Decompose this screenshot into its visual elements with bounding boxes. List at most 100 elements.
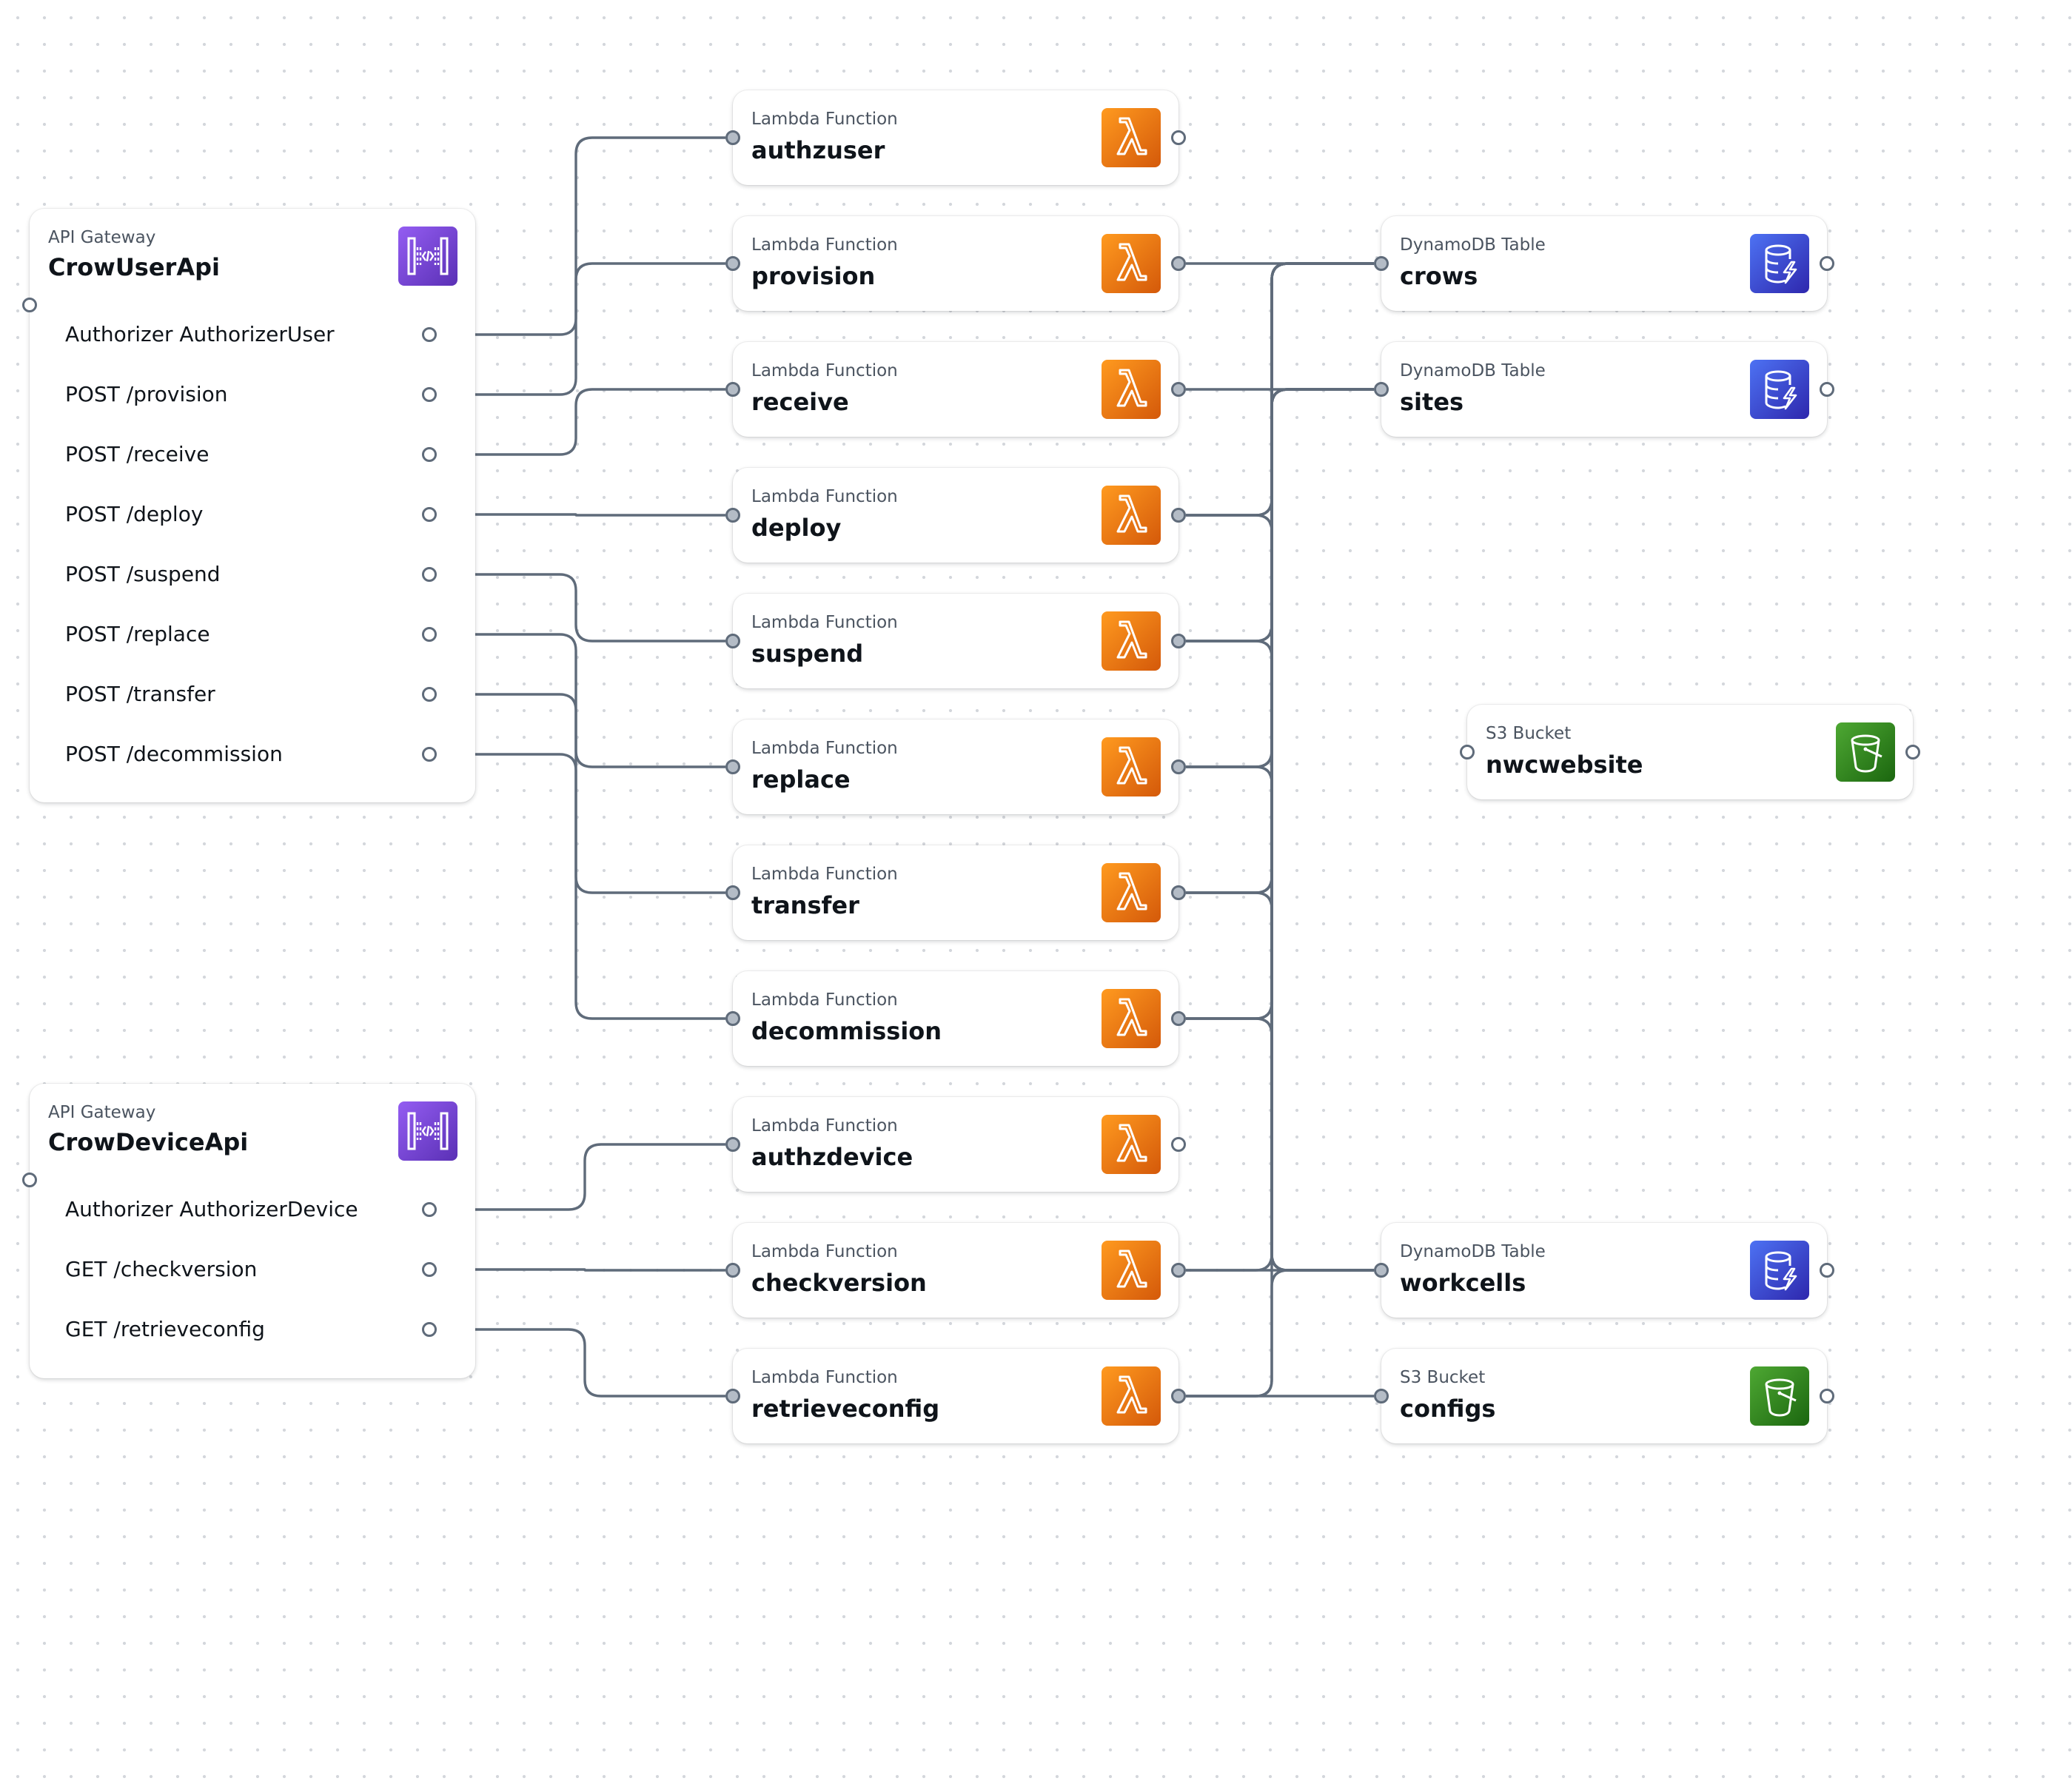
lambda-authzuser-output-port[interactable]	[1171, 130, 1186, 145]
edge-suspend-to-workcells	[1186, 640, 1374, 1272]
route-get-checkversion[interactable]: GET /checkversion	[65, 1257, 258, 1281]
lambda-deploy-output-port[interactable]	[1171, 508, 1186, 523]
lambda-transfer-input-port[interactable]	[725, 885, 740, 900]
lambda-suspend-input-port[interactable]	[725, 634, 740, 648]
lambda-authzuser-name: authzuser	[751, 136, 885, 164]
table-sites-input-port[interactable]	[1374, 382, 1389, 397]
route-post-transfer-port[interactable]	[422, 687, 437, 702]
bucket-configs-output-port[interactable]	[1820, 1389, 1834, 1403]
lambda-replace-input-port[interactable]	[725, 759, 740, 774]
route-post-provision[interactable]: POST /provision	[65, 382, 228, 406]
edge-post-suspend-to-suspend	[437, 573, 725, 643]
lambda-receive-name: receive	[751, 388, 849, 416]
edge-post-deploy-to-deploy	[437, 513, 725, 517]
bucket-nwcwebsite-type-label: S3 Bucket	[1486, 724, 1572, 743]
lambda-decommission-input-port[interactable]	[725, 1011, 740, 1026]
edge-retrieveconfig-to-workcells	[1186, 1269, 1374, 1398]
bucket-configs-input-port[interactable]	[1374, 1389, 1389, 1403]
lambda-receive-input-port[interactable]	[725, 382, 740, 397]
edge-replace-to-workcells	[1186, 765, 1374, 1272]
route-authorizer-authorizerdevice[interactable]: Authorizer AuthorizerDevice	[65, 1197, 358, 1221]
route-post-provision-port[interactable]	[422, 387, 437, 402]
table-crows-output-port[interactable]	[1820, 256, 1834, 271]
lambda-deploy-name: deploy	[751, 514, 842, 542]
route-authorizer-authorizerdevice-port[interactable]	[422, 1202, 437, 1217]
lambda-receive-output-port[interactable]	[1171, 382, 1186, 397]
lambda-transfer-output-port[interactable]	[1171, 885, 1186, 900]
edge-deploy-to-workcells	[1186, 514, 1374, 1272]
lambda-retrieveconfig-input-port[interactable]	[725, 1389, 740, 1403]
route-authorizer-authorizeruser[interactable]: Authorizer AuthorizerUser	[65, 322, 335, 346]
lambda-receive-type-label: Lambda Function	[751, 361, 898, 380]
table-workcells-output-port[interactable]	[1820, 1263, 1834, 1278]
crow-device-api-input-port[interactable]	[22, 1173, 37, 1187]
lambda-icon	[1102, 611, 1161, 671]
edge-checkversion-to-crows	[1186, 262, 1374, 1272]
edge-transfer-to-crows	[1186, 262, 1374, 894]
route-post-receive[interactable]: POST /receive	[65, 442, 209, 466]
crow-user-api-input-port[interactable]	[22, 298, 37, 312]
lambda-authzdevice-input-port[interactable]	[725, 1137, 740, 1152]
route-post-suspend-port[interactable]	[422, 567, 437, 582]
bucket-configs-node[interactable]: S3 Bucket configs	[1381, 1349, 1827, 1443]
bucket-nwcwebsite-input-port[interactable]	[1460, 745, 1475, 759]
lambda-suspend-output-port[interactable]	[1171, 634, 1186, 648]
route-get-checkversion-port[interactable]	[422, 1262, 437, 1277]
lambda-authzuser-type-label: Lambda Function	[751, 110, 898, 129]
lambda-icon	[1102, 1115, 1161, 1174]
route-post-replace-port[interactable]	[422, 627, 437, 642]
bucket-configs-type-label: S3 Bucket	[1400, 1368, 1486, 1387]
lambda-retrieveconfig-type-label: Lambda Function	[751, 1368, 898, 1387]
table-sites-output-port[interactable]	[1820, 382, 1834, 397]
route-post-transfer[interactable]: POST /transfer	[65, 682, 215, 706]
lambda-provision-input-port[interactable]	[725, 256, 740, 271]
lambda-authzuser-node[interactable]: Lambda Function authzuser	[733, 90, 1179, 185]
lambda-deploy-input-port[interactable]	[725, 508, 740, 523]
lambda-replace-output-port[interactable]	[1171, 759, 1186, 774]
route-post-replace[interactable]: POST /replace	[65, 622, 210, 646]
lambda-icon	[1102, 737, 1161, 796]
route-post-decommission-port[interactable]	[422, 747, 437, 762]
lambda-receive-node[interactable]: Lambda Function receive	[733, 342, 1179, 437]
lambda-retrieveconfig-output-port[interactable]	[1171, 1389, 1186, 1403]
bucket-configs-name: configs	[1400, 1395, 1496, 1423]
edge-get-checkversion-to-checkversion	[437, 1268, 725, 1272]
table-crows-input-port[interactable]	[1374, 256, 1389, 271]
table-workcells-input-port[interactable]	[1374, 1263, 1389, 1278]
lambda-provision-output-port[interactable]	[1171, 256, 1186, 271]
lambda-authzuser-input-port[interactable]	[725, 130, 740, 145]
bucket-nwcwebsite-output-port[interactable]	[1905, 745, 1920, 759]
route-get-retrieveconfig[interactable]: GET /retrieveconfig	[65, 1317, 265, 1341]
lambda-authzdevice-output-port[interactable]	[1171, 1137, 1186, 1152]
route-post-decommission[interactable]: POST /decommission	[65, 742, 283, 766]
edge-decommission-to-sites	[1186, 388, 1374, 1020]
route-authorizer-authorizeruser-port[interactable]	[422, 327, 437, 342]
route-get-retrieveconfig-port[interactable]	[422, 1322, 437, 1337]
route-post-deploy-port[interactable]	[422, 507, 437, 522]
lambda-checkversion-input-port[interactable]	[725, 1263, 740, 1278]
route-post-deploy[interactable]: POST /deploy	[65, 502, 204, 526]
lambda-decommission-output-port[interactable]	[1171, 1011, 1186, 1026]
route-post-receive-port[interactable]	[422, 447, 437, 462]
lambda-decommission-type-label: Lambda Function	[751, 990, 898, 1010]
edge-authorizer-authorizeruser-to-authzuser	[437, 136, 725, 336]
lambda-icon	[1102, 1366, 1161, 1426]
edge-retrieveconfig-to-crows	[1186, 262, 1374, 1398]
route-post-suspend[interactable]: POST /suspend	[65, 562, 221, 586]
lambda-checkversion-output-port[interactable]	[1171, 1263, 1186, 1278]
